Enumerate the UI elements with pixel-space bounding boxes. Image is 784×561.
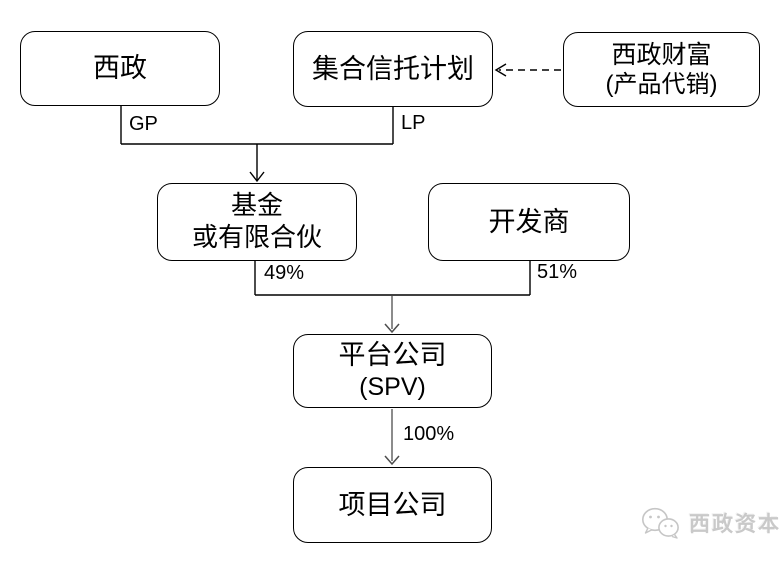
node-project-company-label: 项目公司	[338, 489, 447, 520]
watermark: 西政资本	[641, 506, 781, 540]
node-trust-plan: 集合信托计划	[293, 31, 493, 107]
node-spv-line1: 平台公司	[338, 340, 447, 371]
node-developer: 开发商	[428, 183, 630, 261]
node-spv-line2: (SPV)	[359, 373, 426, 402]
arrowhead-to-fund	[249, 171, 265, 183]
arrowhead-wealth-to-trust	[494, 63, 507, 77]
node-spv: 平台公司 (SPV)	[293, 334, 492, 408]
node-fund-line1: 基金	[230, 190, 283, 221]
watermark-text: 西政资本	[689, 513, 781, 536]
arrowhead-to-spv	[384, 323, 400, 334]
edge-label-100pct: 100%	[403, 423, 455, 445]
node-xizheng: 西政	[20, 31, 220, 106]
node-project-company: 项目公司	[293, 467, 492, 543]
edge-label-lp: LP	[401, 112, 426, 134]
edge-label-gp: GP	[129, 113, 158, 135]
node-xizheng-label: 西政	[93, 53, 147, 84]
node-trust-plan-label: 集合信托计划	[312, 53, 474, 84]
node-fund: 基金 或有限合伙	[157, 183, 357, 261]
node-developer-label: 开发商	[488, 206, 570, 237]
node-xizheng-wealth-line2: (产品代销)	[605, 71, 718, 99]
wechat-icon	[642, 507, 679, 539]
edge-label-51pct: 51%	[537, 261, 578, 283]
node-fund-line2: 或有限合伙	[191, 222, 322, 252]
node-xizheng-wealth-line1: 西政财富	[611, 40, 712, 69]
arrowhead-spv-to-project	[384, 455, 400, 466]
edge-label-49pct: 49%	[264, 262, 305, 284]
node-xizheng-wealth: 西政财富 (产品代销)	[563, 32, 760, 107]
